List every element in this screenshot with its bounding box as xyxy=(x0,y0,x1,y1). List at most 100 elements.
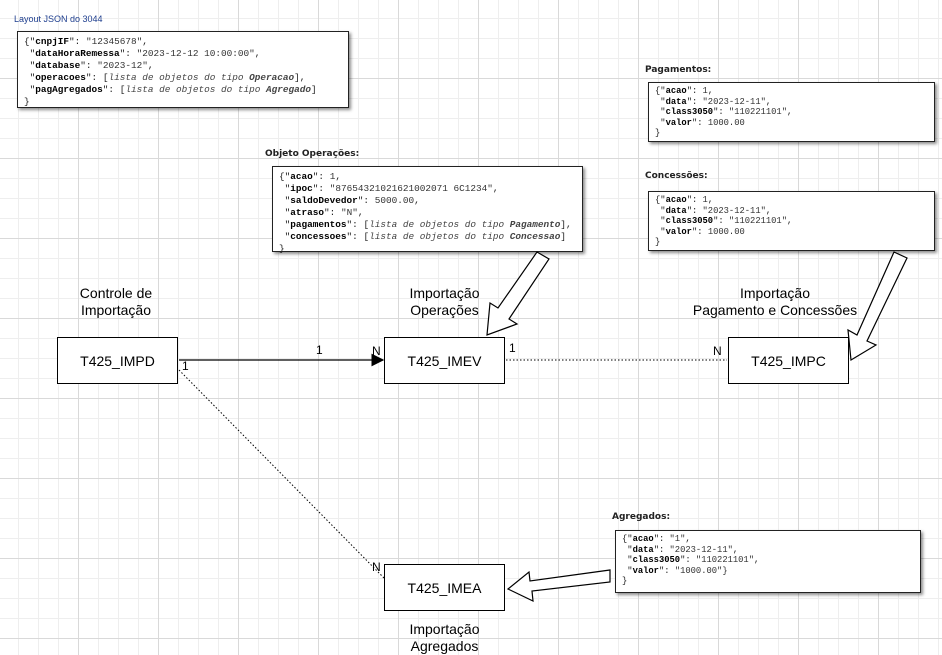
label-imev-line1: Importação xyxy=(409,285,480,301)
agregados-json-value: "110221101" xyxy=(695,555,754,565)
root-json-line: "dataHoraRemessa": "2023-12-12 10:00:00"… xyxy=(29,48,261,59)
agregados-json-key: acao xyxy=(632,534,654,544)
root-json-key: cnpjIF xyxy=(35,36,70,47)
concessoes-json-key: data xyxy=(665,205,687,216)
agregados-json-line: {"acao": "1", xyxy=(622,534,691,544)
concessoes-json-key: class3050 xyxy=(665,216,714,226)
root-json-line: {"cnpjIF": "12345678", xyxy=(24,36,148,47)
label-impc: Importação Pagamento e Concessões xyxy=(686,285,864,319)
pagamentos-json-key: acao xyxy=(665,86,687,96)
concessoes-json-key: acao xyxy=(665,195,687,205)
agregados-json-key: valor xyxy=(632,565,659,576)
pagamentos-json-key: class3050 xyxy=(665,107,714,117)
node-t425-impc[interactable]: T425_IMPC xyxy=(728,337,849,384)
label-imev: Importação Operações xyxy=(384,285,505,319)
label-imea-line1: Importação xyxy=(409,621,480,637)
operacoes-json-line: "ipoc": "87654321021621002071 6C1234", xyxy=(284,183,499,194)
agregados-title: Agregados: xyxy=(612,512,671,522)
edge-impd-imea xyxy=(178,369,385,579)
operacoes-json-key: concessoes xyxy=(290,231,347,242)
operacoes-json-key: ipoc xyxy=(290,183,313,194)
operacoes-json-line: "pagamentos": [lista de objetos do tipo … xyxy=(284,219,572,230)
operacoes-json-key: atraso xyxy=(290,207,325,218)
label-imev-line2: Operações xyxy=(410,302,479,318)
agregados-json-line: "data": "2023-12-11", xyxy=(627,544,739,555)
card-impd-imev-dst: N xyxy=(372,344,381,358)
card-impd-imev-src: 1 xyxy=(316,343,323,357)
root-json-key: database xyxy=(35,60,81,71)
root-json-value: "2023-12" xyxy=(97,60,148,71)
operacoes-json-value: "N" xyxy=(340,207,358,218)
label-impc-line2: Pagamento e Concessões xyxy=(692,302,858,318)
pagamentos-json-key: valor xyxy=(665,117,692,128)
agregados-json-key: class3050 xyxy=(632,555,681,565)
label-impd: Controle de Importação xyxy=(56,285,176,319)
concessoes-json-value: "110221101" xyxy=(728,216,787,226)
operacoes-json-value: "87654321021621002071 6C1234" xyxy=(329,183,493,194)
pagamentos-json-box[interactable]: {"acao": 1, "data": "2023-12-11", "class… xyxy=(648,82,935,142)
pagamentos-json-value: 1 xyxy=(702,86,708,96)
pagamentos-json-line: "data": "2023-12-11", xyxy=(660,96,772,107)
root-json-line: "operacoes": [lista de objetos do tipo O… xyxy=(29,72,306,83)
operacoes-json-value: 1 xyxy=(329,171,336,182)
operacoes-json-key: acao xyxy=(290,171,313,182)
concessoes-json-value: 1000.00 xyxy=(707,226,745,237)
label-imea-line2: Agregados xyxy=(410,638,479,654)
operacoes-json-line: "saldoDevedor": 5000.00, xyxy=(284,195,420,206)
agregados-json-line: "class3050": "110221101", xyxy=(627,555,760,565)
operacoes-json-key: pagamentos xyxy=(290,219,347,230)
agregados-json-line: "valor": "1000.00"} xyxy=(627,565,728,576)
pagamentos-json-key: data xyxy=(665,96,687,107)
concessoes-json-box[interactable]: {"acao": 1, "data": "2023-12-11", "class… xyxy=(648,191,935,251)
node-t425-imev[interactable]: T425_IMEV xyxy=(384,337,505,384)
concessoes-json-value: 1 xyxy=(702,195,708,205)
card-imev-impc-src: 1 xyxy=(509,341,516,355)
root-json-key: dataHoraRemessa xyxy=(35,48,120,59)
agregados-json-key: data xyxy=(632,544,654,555)
concessoes-json-line: "data": "2023-12-11", xyxy=(660,205,772,216)
operacoes-json-key: saldoDevedor xyxy=(290,195,358,206)
root-json-box[interactable]: {"cnpjIF": "12345678", "dataHoraRemessa"… xyxy=(17,31,349,108)
agregados-json-value: "1" xyxy=(669,534,686,544)
operacoes-json-line: } xyxy=(279,243,285,254)
pagamentos-json-value: 1000.00 xyxy=(707,117,745,128)
pagamentos-title: Pagamentos: xyxy=(645,65,712,75)
concessoes-json-key: valor xyxy=(665,226,692,237)
block-arrow-agregados xyxy=(506,569,611,603)
pagamentos-json-line: } xyxy=(655,128,661,138)
operacoes-json-line: "atraso": "N", xyxy=(284,207,364,218)
concessoes-json-value: "2023-12-11" xyxy=(702,205,766,216)
root-json-value: "2023-12-12 10:00:00" xyxy=(136,48,255,59)
card-imev-impc-dst: N xyxy=(713,344,722,358)
concessoes-json-line: "class3050": "110221101", xyxy=(660,216,793,226)
root-json-key: operacoes xyxy=(35,72,86,83)
root-json-value: "12345678" xyxy=(85,36,143,47)
pagamentos-json-value: "2023-12-11" xyxy=(702,96,766,107)
agregados-json-value: "1000.00"} xyxy=(674,565,728,576)
node-t425-imea[interactable]: T425_IMEA xyxy=(384,564,505,611)
root-json-line: "database": "2023-12", xyxy=(29,60,154,71)
concessoes-json-line: {"acao": 1, xyxy=(655,195,714,205)
card-impd-imea-src: 1 xyxy=(182,359,189,373)
label-impd-line2: Importação xyxy=(80,302,152,318)
operacoes-json-value: 5000.00 xyxy=(374,195,415,206)
concessoes-json-line: "valor": 1000.00 xyxy=(660,226,745,237)
root-json-key: pagAgregados xyxy=(35,84,103,95)
pagamentos-json-value: "110221101" xyxy=(728,107,787,117)
operacoes-title: Objeto Operações: xyxy=(265,149,360,159)
operacoes-json-line: {"acao": 1, xyxy=(279,171,341,182)
root-json-line: "pagAgregados": [lista de objetos do tip… xyxy=(29,84,317,95)
label-impd-line1: Controle de xyxy=(79,285,153,301)
label-impc-line1: Importação xyxy=(739,285,811,301)
layout-title: Layout JSON do 3044 xyxy=(14,14,103,24)
node-t425-impd[interactable]: T425_IMPD xyxy=(57,337,178,384)
agregados-json-value: "2023-12-11" xyxy=(669,544,733,555)
pagamentos-json-line: {"acao": 1, xyxy=(655,86,714,96)
agregados-json-box[interactable]: {"acao": "1", "data": "2023-12-11", "cla… xyxy=(615,530,921,593)
operacoes-json-box[interactable]: {"acao": 1, "ipoc": "8765432102162100207… xyxy=(272,166,583,254)
concessoes-json-line: } xyxy=(655,237,661,247)
pagamentos-json-line: "class3050": "110221101", xyxy=(660,107,793,117)
operacoes-json-line: "concessoes": [lista de objetos do tipo … xyxy=(284,231,567,242)
